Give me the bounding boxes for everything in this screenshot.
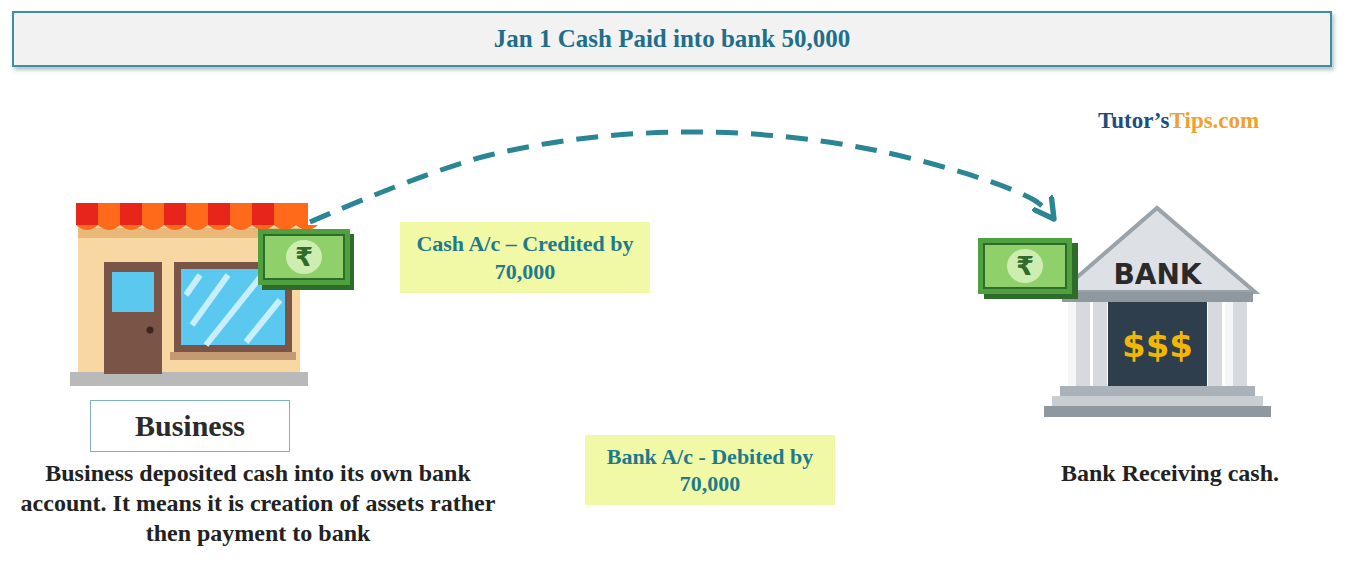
bank-caption: Bank Receiving cash. (1020, 458, 1320, 488)
title-text: Jan 1 Cash Paid into bank 50,000 (13, 12, 1331, 66)
account-note: Cash A/c – Credited by 70,000 (400, 222, 650, 293)
banknote (978, 238, 1078, 299)
banknote (258, 229, 354, 290)
business-node: Business (60, 195, 312, 457)
money-sign: $$$ (1108, 323, 1207, 367)
watermark-group: Tutor’sTips.com (1098, 108, 1259, 134)
bank-sign: BANK (1050, 257, 1265, 292)
currency-symbol: ₹ (264, 235, 344, 279)
node-label: Business (90, 400, 290, 452)
note-text: Bank A/c - Debited by 70,000 (595, 443, 825, 498)
bank-node: BANK $$$ (1050, 205, 1265, 420)
bank-illustration (1044, 208, 1271, 417)
title-bar (13, 12, 1331, 66)
dashed-arrow (310, 132, 1054, 222)
watermark: Tutor’s (1098, 108, 1170, 134)
note-text: Cash A/c – Credited by 70,000 (410, 230, 640, 285)
watermark: Tips.com (1170, 108, 1260, 134)
account-note: Bank A/c - Debited by 70,000 (585, 435, 835, 505)
currency-symbol: ₹ (984, 244, 1066, 288)
description-note: Business deposited cash into its own ban… (8, 458, 508, 548)
